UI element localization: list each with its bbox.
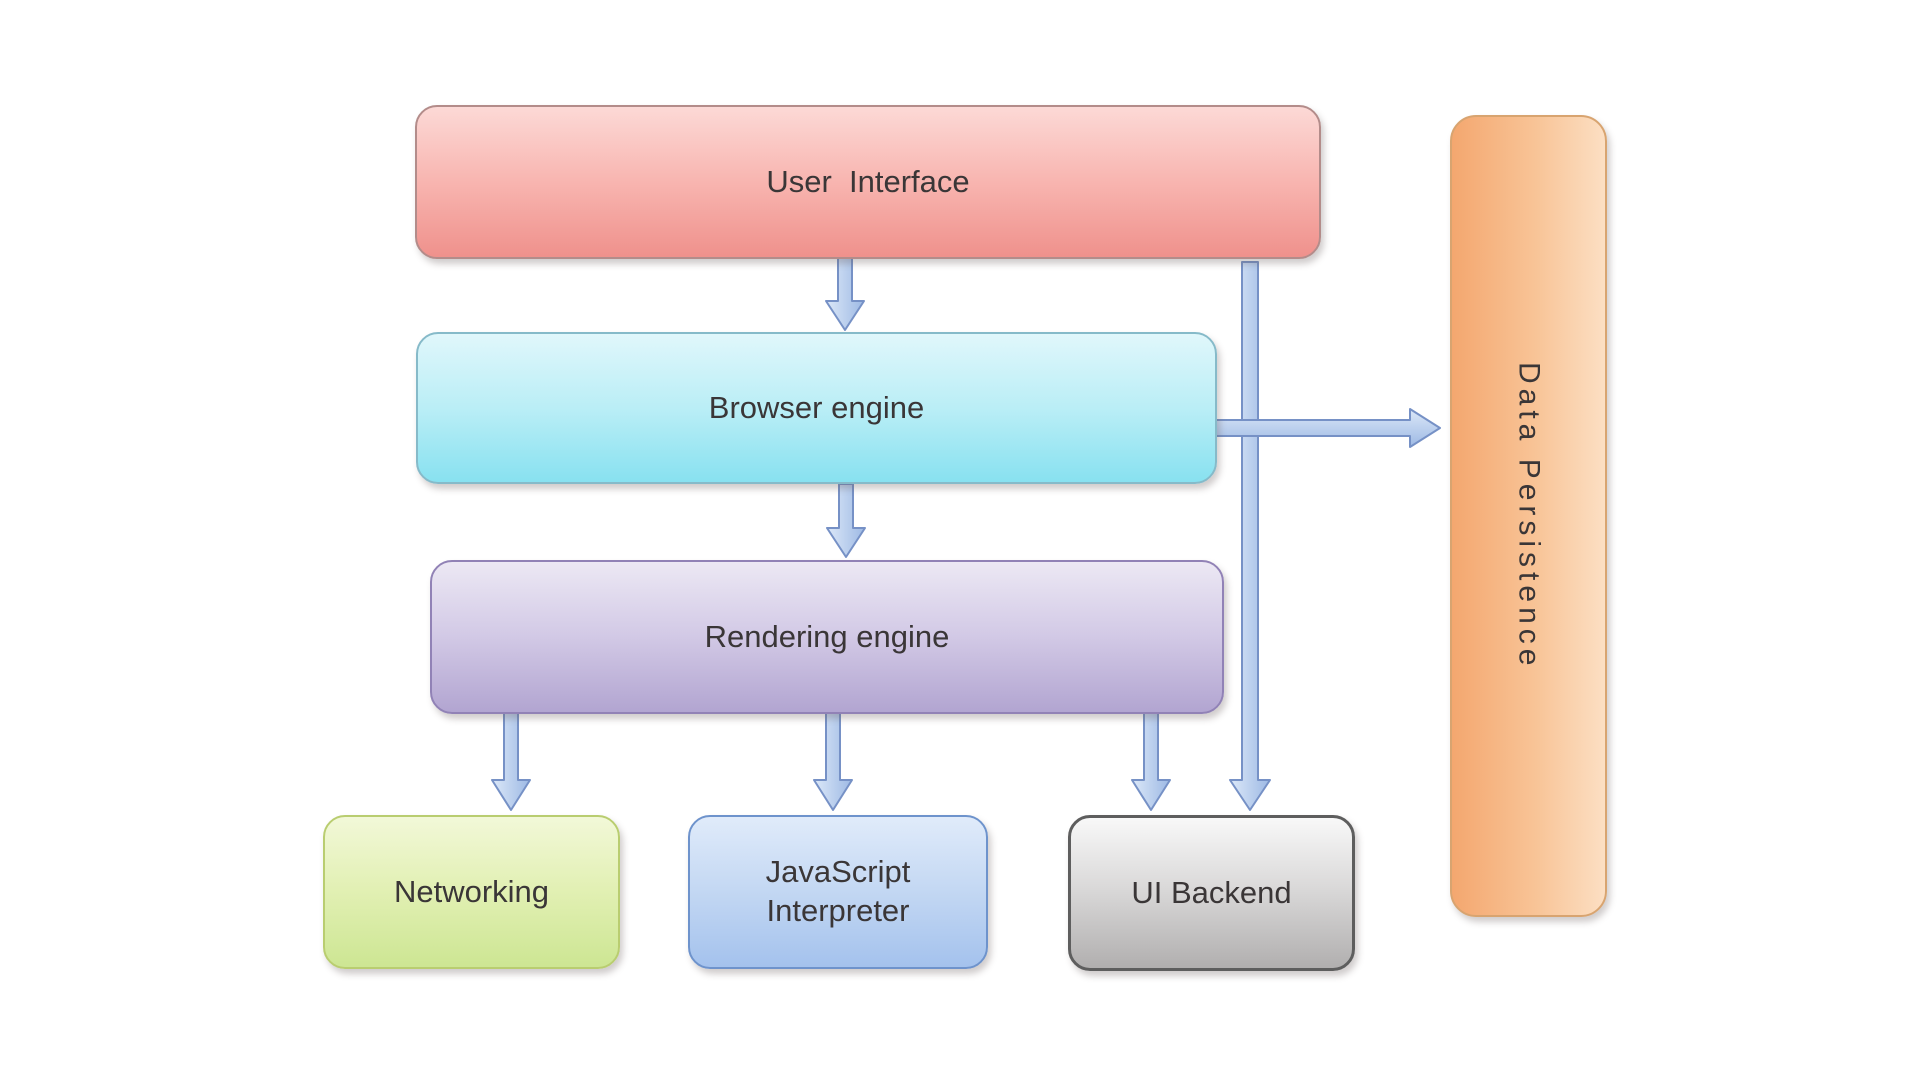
networking-label: Networking: [393, 874, 550, 909]
javascript-interpreter-node: JavaScript Interpreter: [688, 815, 988, 969]
rendering-engine-to-networking-arrow: [491, 710, 531, 811]
rendering-engine-to-ui-backend-arrow: [1131, 710, 1171, 811]
user-interface-to-ui-backend-arrow: [1229, 261, 1271, 811]
user-interface-node: User Interface: [415, 105, 1321, 259]
browser-engine-label: Browser engine: [708, 390, 925, 425]
ui-backend-label: UI Backend: [1131, 875, 1292, 910]
data-persistence-node: Data Persistence: [1450, 115, 1607, 917]
javascript-interpreter-label: JavaScript Interpreter: [765, 854, 911, 928]
user-interface-label: User Interface: [766, 164, 970, 199]
browser-engine-to-data-persistence-arrow: [1215, 408, 1441, 448]
rendering-engine-label: Rendering engine: [704, 619, 950, 654]
rendering-engine-node: Rendering engine: [430, 560, 1224, 714]
data-persistence-label: Data Persistence: [1512, 361, 1546, 671]
rendering-engine-to-javascript-interpreter-arrow: [813, 710, 853, 811]
ui-backend-node: UI Backend: [1068, 815, 1355, 971]
browser-engine-node: Browser engine: [416, 332, 1217, 484]
user-interface-to-browser-engine-arrow: [825, 254, 865, 331]
browser-engine-to-rendering-engine-arrow: [826, 483, 866, 558]
networking-node: Networking: [323, 815, 620, 969]
